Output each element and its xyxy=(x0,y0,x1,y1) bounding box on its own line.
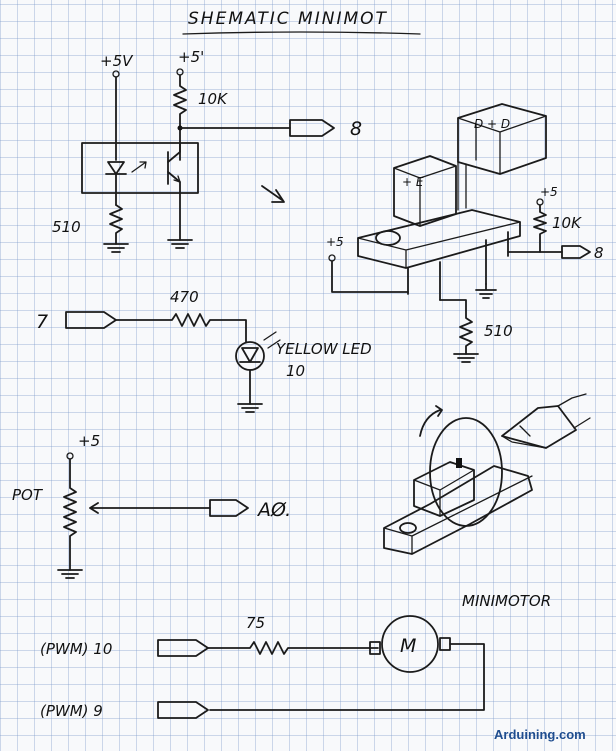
minimotor-body xyxy=(501,405,577,449)
brand-watermark: Arduining.com xyxy=(494,727,586,742)
emitter-marks: + E xyxy=(402,175,424,189)
potentiometer xyxy=(63,458,77,571)
motor-wires xyxy=(557,393,591,429)
sensor-leads xyxy=(407,231,509,301)
opto-schematic: +5V +5' 10K 8 510 xyxy=(52,48,362,253)
ground-icon xyxy=(57,569,83,579)
motor-symbol xyxy=(381,615,439,673)
light-arrow-icon xyxy=(131,161,147,173)
led-circuit: 7 470 YELLOW LED 10 xyxy=(36,288,372,413)
minimotor-circuit: MINIMOTOR (PWM) 10 75 M (PWM) 9 xyxy=(40,592,551,720)
wiper-arrow-icon xyxy=(89,502,211,514)
sensor-output-label: 8 xyxy=(594,244,604,262)
opto-package-box xyxy=(81,142,199,194)
emitter-tower xyxy=(393,155,457,227)
ground-icon xyxy=(167,239,193,249)
pin-a0-connector xyxy=(209,499,249,517)
detector-marks: D + D xyxy=(474,117,510,131)
led-resistor xyxy=(109,204,123,245)
ground-icon xyxy=(475,283,497,299)
pointer-arrow-icon xyxy=(261,185,285,203)
rotation-arrow-icon xyxy=(419,405,443,437)
sensor-resistor xyxy=(439,299,473,355)
page-title: SHEMATIC MINIMOT xyxy=(188,9,388,29)
left-supply-label: +5 xyxy=(326,235,344,249)
sensor-base xyxy=(357,209,521,269)
pot-output-label: AØ. xyxy=(256,499,291,521)
pin-8-connector xyxy=(289,119,335,137)
led-name-label: YELLOW LED xyxy=(276,340,372,358)
right-supply-label: +5 xyxy=(540,185,558,199)
pin-7-connector xyxy=(65,311,117,329)
sensor-tower-sketch xyxy=(413,461,475,517)
ground-icon xyxy=(237,403,263,413)
pot-circuit: +5 POT AØ. xyxy=(12,432,291,579)
output-pin-label: 8 xyxy=(350,118,362,140)
disk-slot xyxy=(456,458,462,468)
sensor-pin-8-connector xyxy=(561,245,591,259)
mounting-hole xyxy=(399,522,417,534)
sensor-base-sketch xyxy=(383,465,533,555)
minimotor-title: MINIMOTOR xyxy=(462,592,551,610)
motor-resistor xyxy=(207,641,379,655)
pot-supply-label: +5 xyxy=(78,432,100,450)
motor-disk-sketch xyxy=(383,393,591,555)
motor-return-wire xyxy=(209,643,485,711)
pwm10-label: (PWM) 10 xyxy=(40,640,112,658)
left-supply-wire xyxy=(331,260,409,293)
encoder-disk xyxy=(429,417,503,527)
light-arrow-icon xyxy=(263,331,281,349)
transistor-supply-label: +5' xyxy=(178,48,204,66)
mounting-hole xyxy=(375,230,401,246)
led-resistor-label: 510 xyxy=(52,218,81,236)
pwm9-label: (PWM) 9 xyxy=(40,702,103,720)
motor-letter: M xyxy=(400,635,416,657)
sensor-sketch: + E D + D +5 +5 10K 8 510 xyxy=(326,103,604,363)
title-underline xyxy=(182,31,421,35)
motor-resistor-label: 75 xyxy=(246,614,265,632)
emitter-led-symbol xyxy=(107,161,125,175)
ground-icon xyxy=(453,353,479,363)
ground-icon xyxy=(103,243,129,253)
yellow-led-symbol xyxy=(235,341,265,371)
sensor-resistor-label: 510 xyxy=(484,322,513,340)
pullup-label: 10K xyxy=(198,90,228,108)
pin-9-connector xyxy=(157,701,209,719)
detector-tower xyxy=(457,103,547,175)
pot-label: POT xyxy=(12,486,44,504)
sensor-pullup-label: 10K xyxy=(552,214,582,232)
led-series-resistor xyxy=(115,313,247,343)
pullup-resistor xyxy=(173,74,187,161)
led-supply-label: +5V xyxy=(100,52,134,70)
pin-10-connector xyxy=(157,639,209,657)
led-input-pin-label: 7 xyxy=(36,311,48,333)
led-resistor-label: 470 xyxy=(170,288,199,306)
sensor-pullup-resistor xyxy=(533,204,547,253)
led-size-label: 10 xyxy=(286,362,305,380)
